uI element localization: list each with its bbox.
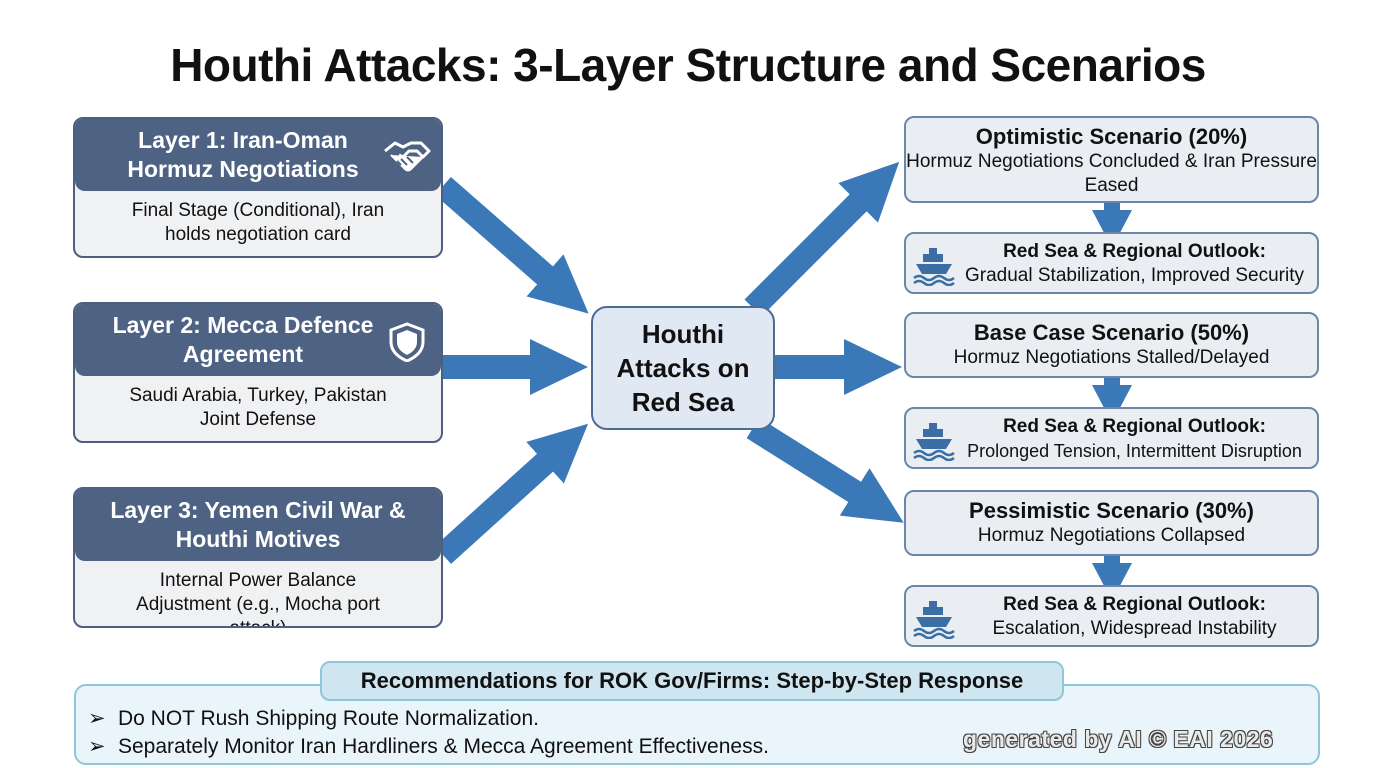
arrow-center-to-optimistic [744, 161, 900, 317]
layer-1-title: Layer 1: Iran-Oman Hormuz Negotiations [127, 127, 359, 182]
layer-1-description: Final Stage (Conditional), Iran holds ne… [131, 200, 385, 245]
outlook-pessimistic: Red Sea & Regional Outlook: Escalation, … [904, 585, 1319, 647]
layer-3-title: Layer 3: Yemen Civil War & Houthi Motive… [110, 497, 406, 552]
watermark: generated by AI © EAI 2026 [963, 726, 1274, 752]
bullet-arrow-icon: ➢ [88, 735, 106, 758]
layer-2-box: Layer 2: Mecca Defence Agreement Saudi A… [73, 302, 443, 443]
center-node: Houthi Attacks on Red Sea [591, 306, 775, 430]
layer-3-box: Layer 3: Yemen Civil War & Houthi Motive… [73, 487, 443, 628]
outlook-description: Prolonged Tension, Intermittent Disrupti… [967, 441, 1302, 461]
scenario-base-case: Base Case Scenario (50%) Hormuz Negotiat… [904, 312, 1319, 378]
ship-icon [913, 423, 955, 461]
layer-2-description: Saudi Arabia, Turkey, Pakistan Joint Def… [129, 385, 387, 430]
scenario-description: Hormuz Negotiations Collapsed [977, 525, 1246, 546]
scenario-title: Pessimistic Scenario (30%) [969, 498, 1254, 523]
arrow-layer3-to-center [434, 423, 589, 564]
outlook-description: Gradual Stabilization, Improved Security [965, 265, 1304, 286]
ship-icon [913, 248, 955, 286]
recommendation-text: Separately Monitor Iran Hardliners & Mec… [118, 735, 769, 758]
scenario-description: Hormuz Negotiations Concluded & Iran Pre… [906, 151, 1317, 196]
recommendation-item: ➢ Do NOT Rush Shipping Route Normalizatio… [88, 706, 539, 732]
outlook-description: Escalation, Widespread Instability [992, 618, 1277, 639]
layer-2-header: Layer 2: Mecca Defence Agreement [75, 304, 441, 376]
page-title: Houthi Attacks: 3-Layer Structure and Sc… [170, 39, 1206, 91]
scenario-optimistic: Optimistic Scenario (20%) Hormuz Negotia… [904, 116, 1319, 203]
scenario-pessimistic: Pessimistic Scenario (30%) Hormuz Negoti… [904, 490, 1319, 556]
scenario-description: Hormuz Negotiations Stalled/Delayed [953, 347, 1270, 368]
ship-icon [913, 601, 955, 639]
outlook-base-case: Red Sea & Regional Outlook: Prolonged Te… [904, 407, 1319, 469]
recommendation-text: Do NOT Rush Shipping Route Normalization… [118, 707, 539, 730]
layer-2-title: Layer 2: Mecca Defence Agreement [112, 312, 374, 367]
recommendation-item: ➢ Separately Monitor Iran Hardliners & Me… [88, 734, 769, 760]
scenario-title: Optimistic Scenario (20%) [975, 124, 1248, 149]
outlook-title: Red Sea & Regional Outlook: [1003, 594, 1266, 615]
layer-1-box: Layer 1: Iran-Oman Hormuz Negotiations F… [73, 117, 443, 258]
outlook-optimistic: Red Sea & Regional Outlook: Gradual Stab… [904, 232, 1319, 294]
recommendations-title: Recommendations for ROK Gov/Firms: Step-… [320, 661, 1064, 701]
bullet-arrow-icon: ➢ [88, 707, 106, 730]
layer-3-description: Internal Power Balance Adjustment (e.g.,… [136, 570, 380, 626]
scenario-title: Base Case Scenario (50%) [973, 320, 1250, 345]
center-label: Houthi Attacks on Red Sea [616, 319, 750, 417]
layer-1-header: Layer 1: Iran-Oman Hormuz Negotiations [75, 119, 441, 191]
layer-3-header: Layer 3: Yemen Civil War & Houthi Motive… [75, 489, 441, 561]
outlook-title: Red Sea & Regional Outlook: [1003, 416, 1266, 437]
outlook-title: Red Sea & Regional Outlook: [1003, 241, 1266, 262]
handshake-icon [384, 141, 431, 172]
arrow-center-to-pessimistic [746, 417, 904, 523]
arrow-layer1-to-center [435, 176, 589, 314]
shield-icon [389, 322, 425, 362]
